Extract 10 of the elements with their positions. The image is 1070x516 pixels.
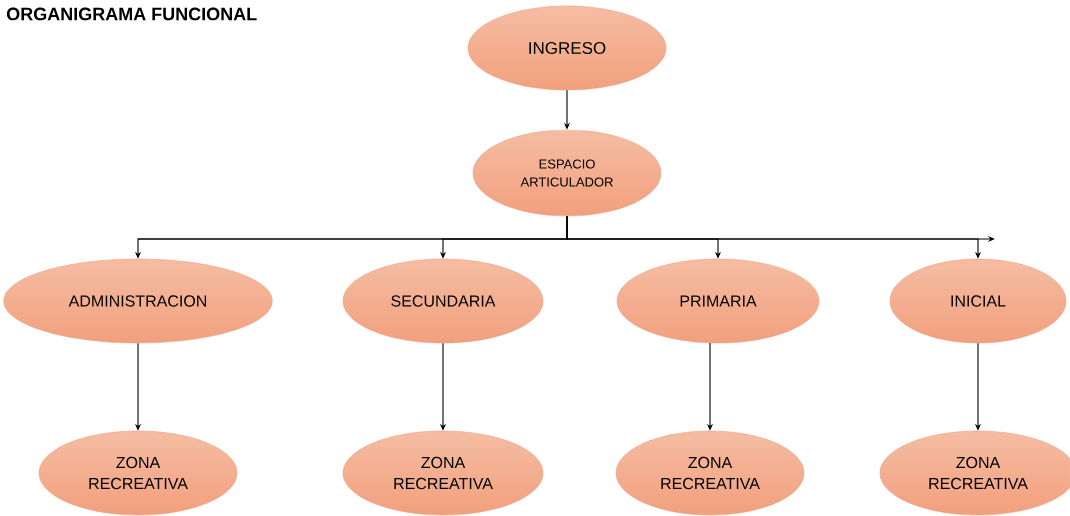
ellipse-node: ZONA RECREATIVA — [38, 430, 238, 516]
title: ORGANIGRAMA FUNCIONAL — [6, 7, 257, 21]
ellipse-node: INICIAL — [889, 258, 1067, 344]
ellipse-node: ZONA RECREATIVA — [342, 430, 544, 516]
ellipse-node: INGRESO — [467, 5, 667, 91]
ellipse-node: ESPACIO ARTICULADOR — [472, 129, 662, 217]
ellipse-node: PRIMARIA — [616, 258, 820, 344]
ellipse-node: ADMINISTRACION — [3, 258, 273, 344]
ellipse-node: SECUNDARIA — [342, 258, 544, 344]
ellipse-node: ZONA RECREATIVA — [615, 430, 805, 516]
